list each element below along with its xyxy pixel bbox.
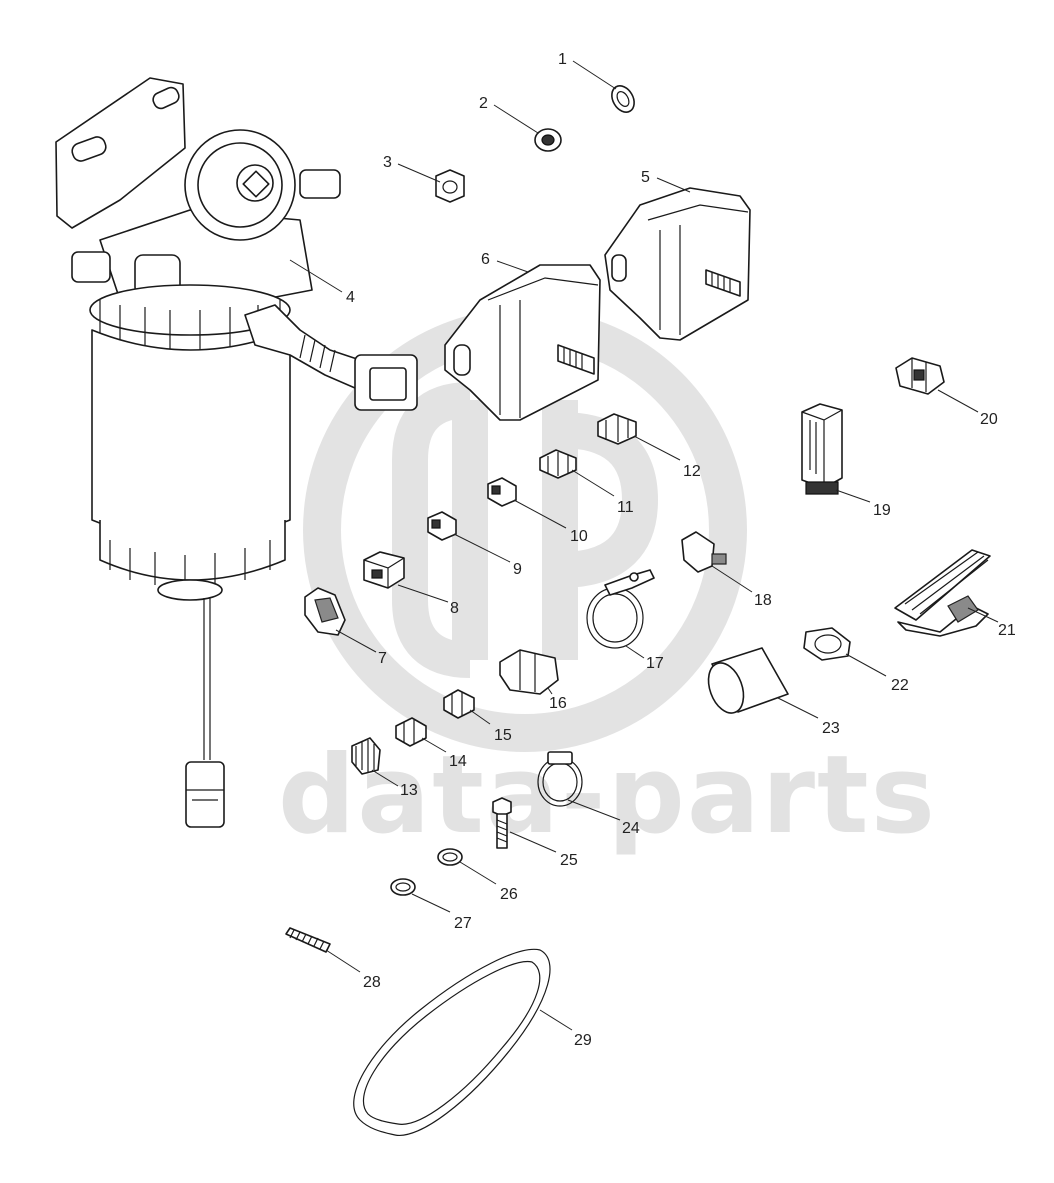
callout-24: 24	[622, 820, 640, 837]
bushing-part	[534, 128, 562, 152]
sealing-ring-part	[437, 848, 463, 866]
callout-7: 7	[378, 650, 387, 667]
callout-23: 23	[822, 720, 840, 737]
callout-22: 22	[891, 677, 909, 694]
nut-part	[435, 169, 465, 203]
callout-3: 3	[383, 154, 392, 171]
connector-block-part	[363, 551, 405, 589]
connector-part	[499, 649, 559, 695]
callout-8: 8	[450, 600, 459, 617]
hose-clamp-part	[537, 751, 583, 807]
mount-bracket-upper	[604, 187, 751, 341]
callout-20: 20	[980, 411, 998, 428]
callout-25: 25	[560, 852, 578, 869]
callout-21: 21	[998, 622, 1016, 639]
callout-9: 9	[513, 561, 522, 578]
callout-26: 26	[500, 886, 518, 903]
watermark-text: data-parts	[278, 733, 937, 858]
connector-part	[487, 477, 517, 507]
callout-19: 19	[873, 502, 891, 519]
connector-clip-part	[304, 587, 346, 636]
bolt-part	[492, 797, 512, 849]
callout-29: 29	[574, 1032, 592, 1049]
callout-2: 2	[479, 95, 488, 112]
callout-14: 14	[449, 753, 467, 770]
connector-part	[895, 357, 945, 395]
callout-16: 16	[549, 695, 567, 712]
relay-part	[801, 403, 843, 495]
callout-15: 15	[494, 727, 512, 744]
connector-part	[395, 717, 427, 747]
sleeve-part	[707, 647, 789, 714]
knurled-cap-part	[351, 737, 381, 775]
callout-1: 1	[558, 51, 567, 68]
callout-18: 18	[754, 592, 772, 609]
connector-part	[539, 449, 577, 479]
callout-13: 13	[400, 782, 418, 799]
connector-part	[443, 689, 475, 719]
callout-4: 4	[346, 289, 355, 306]
callout-17: 17	[646, 655, 664, 672]
callouts: 1 2 3 4 5 6 7 8 9 10 11 12 13 14 15 16 1	[289, 51, 1016, 1049]
callout-27: 27	[454, 915, 472, 932]
band-clamp-part	[586, 569, 655, 649]
connector-part	[427, 511, 457, 541]
callout-11: 11	[617, 499, 634, 516]
gasket-part	[803, 627, 851, 661]
mount-bracket-lower	[444, 264, 601, 421]
callout-5: 5	[641, 169, 650, 186]
washer-part	[611, 85, 635, 113]
sealing-ring-part	[390, 878, 416, 896]
callout-28: 28	[363, 974, 381, 991]
callout-10: 10	[570, 528, 588, 545]
fuel-filter-assembly	[55, 77, 418, 828]
drive-belt-part	[353, 948, 551, 1136]
accelerator-pedal-part	[894, 549, 991, 637]
connector-part	[597, 413, 637, 445]
callout-6: 6	[481, 251, 490, 268]
stud-part	[285, 927, 331, 953]
callout-12: 12	[683, 463, 701, 480]
